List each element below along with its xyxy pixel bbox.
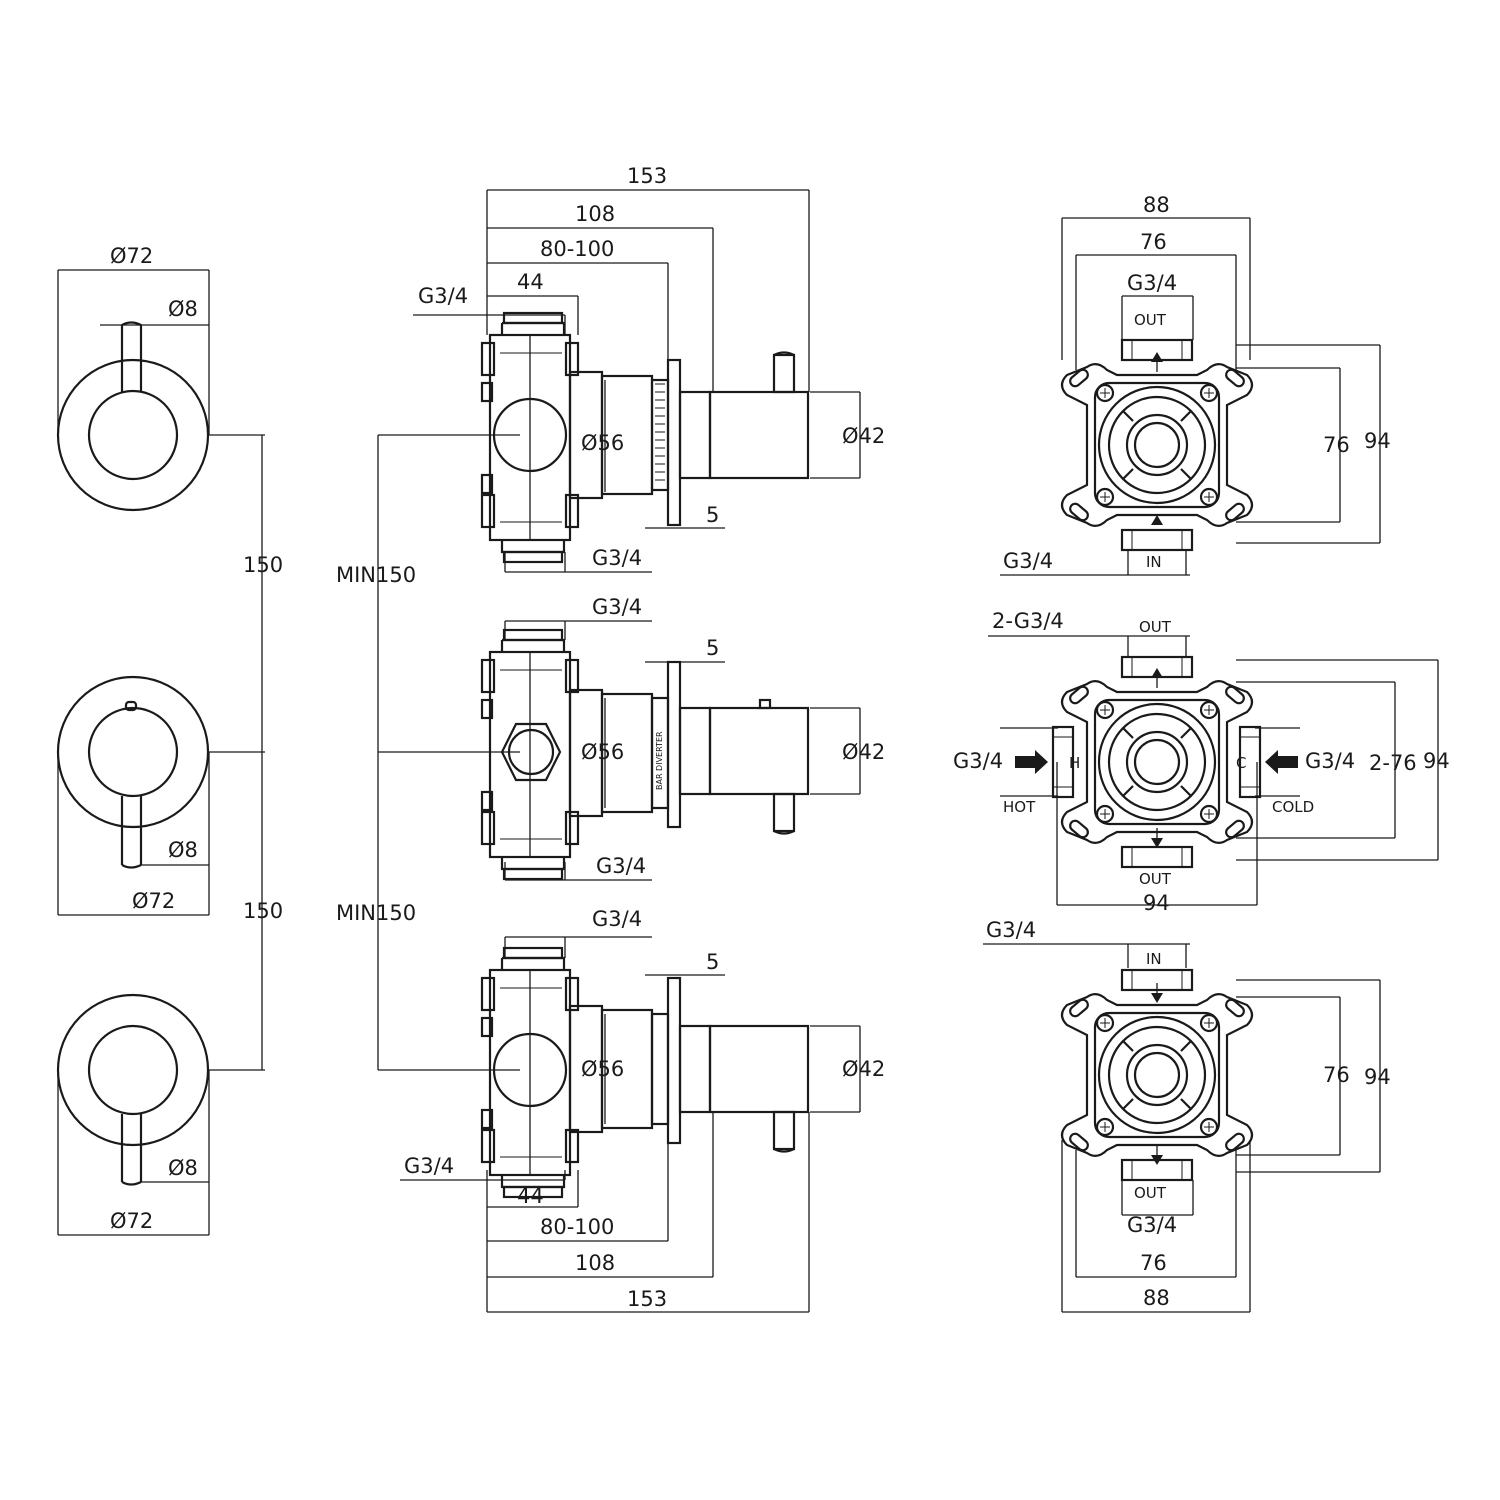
front-bottom-bracket-width: 88 bbox=[1143, 1286, 1170, 1310]
side-middle-sleeve-diameter: Ø56 bbox=[581, 740, 624, 764]
side-view-top bbox=[413, 189, 861, 573]
side-top-body-width: 44 bbox=[517, 270, 544, 294]
front-middle-hot-thread: G3/4 bbox=[953, 749, 1003, 773]
side-top-plate-thickness: 5 bbox=[706, 503, 719, 527]
side-bottom-body-width: 44 bbox=[517, 1184, 544, 1208]
front-middle-port-out-bottom: OUT bbox=[1139, 870, 1172, 888]
side-middle-top-thread: G3/4 bbox=[592, 595, 642, 619]
side-view-bottom bbox=[400, 936, 861, 1313]
side-top-handle-diameter: Ø42 bbox=[842, 424, 885, 448]
front-view-top bbox=[1000, 217, 1381, 576]
handle-bottom-lever-diameter: Ø8 bbox=[168, 1156, 198, 1180]
side-view-middle bbox=[480, 620, 861, 881]
min-spacing-top: MIN150 bbox=[336, 563, 416, 587]
handle-middle-lever-diameter: Ø8 bbox=[168, 838, 198, 862]
min-spacing-bottom: MIN150 bbox=[336, 901, 416, 925]
side-middle-handle-diameter: Ø42 bbox=[842, 740, 885, 764]
front-bottom-port-out: OUT bbox=[1134, 1184, 1167, 1202]
front-bottom-thread: G3/4 bbox=[986, 918, 1036, 942]
front-bottom-bracket-height: 94 bbox=[1364, 1065, 1391, 1089]
side-top-overall: 153 bbox=[627, 164, 667, 188]
side-bottom-top-thread: G3/4 bbox=[592, 907, 642, 931]
side-bottom-wall-depth: 80-100 bbox=[540, 1215, 614, 1239]
side-middle-plate-text: BAR DIVERTER bbox=[655, 731, 664, 790]
handle-spacing-top: 150 bbox=[243, 553, 283, 577]
side-middle-bottom-thread: G3/4 bbox=[596, 854, 646, 878]
side-top-to-handle: 108 bbox=[575, 202, 615, 226]
front-middle-bracket-width: 94 bbox=[1143, 891, 1170, 915]
front-top-hole-spacing-v: 76 bbox=[1323, 433, 1350, 457]
min-spacing-dimension bbox=[377, 434, 520, 1071]
front-top-inlet-thread: G3/4 bbox=[1003, 549, 1053, 573]
handle-spacing-bottom: 150 bbox=[243, 899, 283, 923]
handle-view-top bbox=[56, 269, 265, 512]
front-top-port-out: OUT bbox=[1134, 311, 1167, 329]
front-bottom-hole-spacing-v: 76 bbox=[1323, 1063, 1350, 1087]
front-middle-hole-spacing-v: 2-76 bbox=[1369, 751, 1417, 775]
front-middle-cold-label: COLD bbox=[1272, 798, 1314, 816]
front-bottom-outlet-thread: G3/4 bbox=[1127, 1213, 1177, 1237]
front-bottom-port-in: IN bbox=[1146, 950, 1162, 968]
handle-middle-outer-diameter: Ø72 bbox=[132, 889, 175, 913]
front-middle-thread: 2-G3/4 bbox=[992, 609, 1064, 633]
front-middle-cold-thread: G3/4 bbox=[1305, 749, 1355, 773]
side-bottom-handle-diameter: Ø42 bbox=[842, 1057, 885, 1081]
front-top-thread: G3/4 bbox=[1127, 271, 1177, 295]
side-bottom-plate-thickness: 5 bbox=[706, 950, 719, 974]
side-bottom-to-handle: 108 bbox=[575, 1251, 615, 1275]
handle-top-outer-diameter: Ø72 bbox=[110, 244, 153, 268]
front-middle-bracket-height: 94 bbox=[1423, 749, 1450, 773]
front-top-hole-spacing: 76 bbox=[1140, 230, 1167, 254]
handle-bottom-outer-diameter: Ø72 bbox=[110, 1209, 153, 1233]
side-bottom-inlet-thread: G3/4 bbox=[404, 1154, 454, 1178]
front-middle-hot-label: HOT bbox=[1003, 798, 1036, 816]
front-middle-port-out-top: OUT bbox=[1139, 618, 1172, 636]
side-bottom-sleeve-diameter: Ø56 bbox=[581, 1057, 624, 1081]
side-bottom-overall: 153 bbox=[627, 1287, 667, 1311]
side-top-sleeve-diameter: Ø56 bbox=[581, 431, 624, 455]
front-middle-hot-letter: H bbox=[1069, 754, 1080, 772]
front-view-bottom bbox=[983, 943, 1381, 1313]
front-top-bracket-width: 88 bbox=[1143, 193, 1170, 217]
front-top-port-in: IN bbox=[1146, 553, 1162, 571]
front-top-bracket-height: 94 bbox=[1364, 429, 1391, 453]
handle-view-bottom bbox=[56, 993, 265, 1236]
handle-view-middle bbox=[56, 675, 265, 916]
handle-top-lever-diameter: Ø8 bbox=[168, 297, 198, 321]
front-bottom-hole-spacing: 76 bbox=[1140, 1251, 1167, 1275]
side-middle-plate-thickness: 5 bbox=[706, 636, 719, 660]
side-top-outlet-thread: G3/4 bbox=[592, 546, 642, 570]
side-top-inlet-thread: G3/4 bbox=[418, 284, 468, 308]
front-middle-cold-letter: C bbox=[1236, 754, 1246, 772]
front-view-middle bbox=[988, 635, 1439, 906]
side-top-wall-depth: 80-100 bbox=[540, 237, 614, 261]
